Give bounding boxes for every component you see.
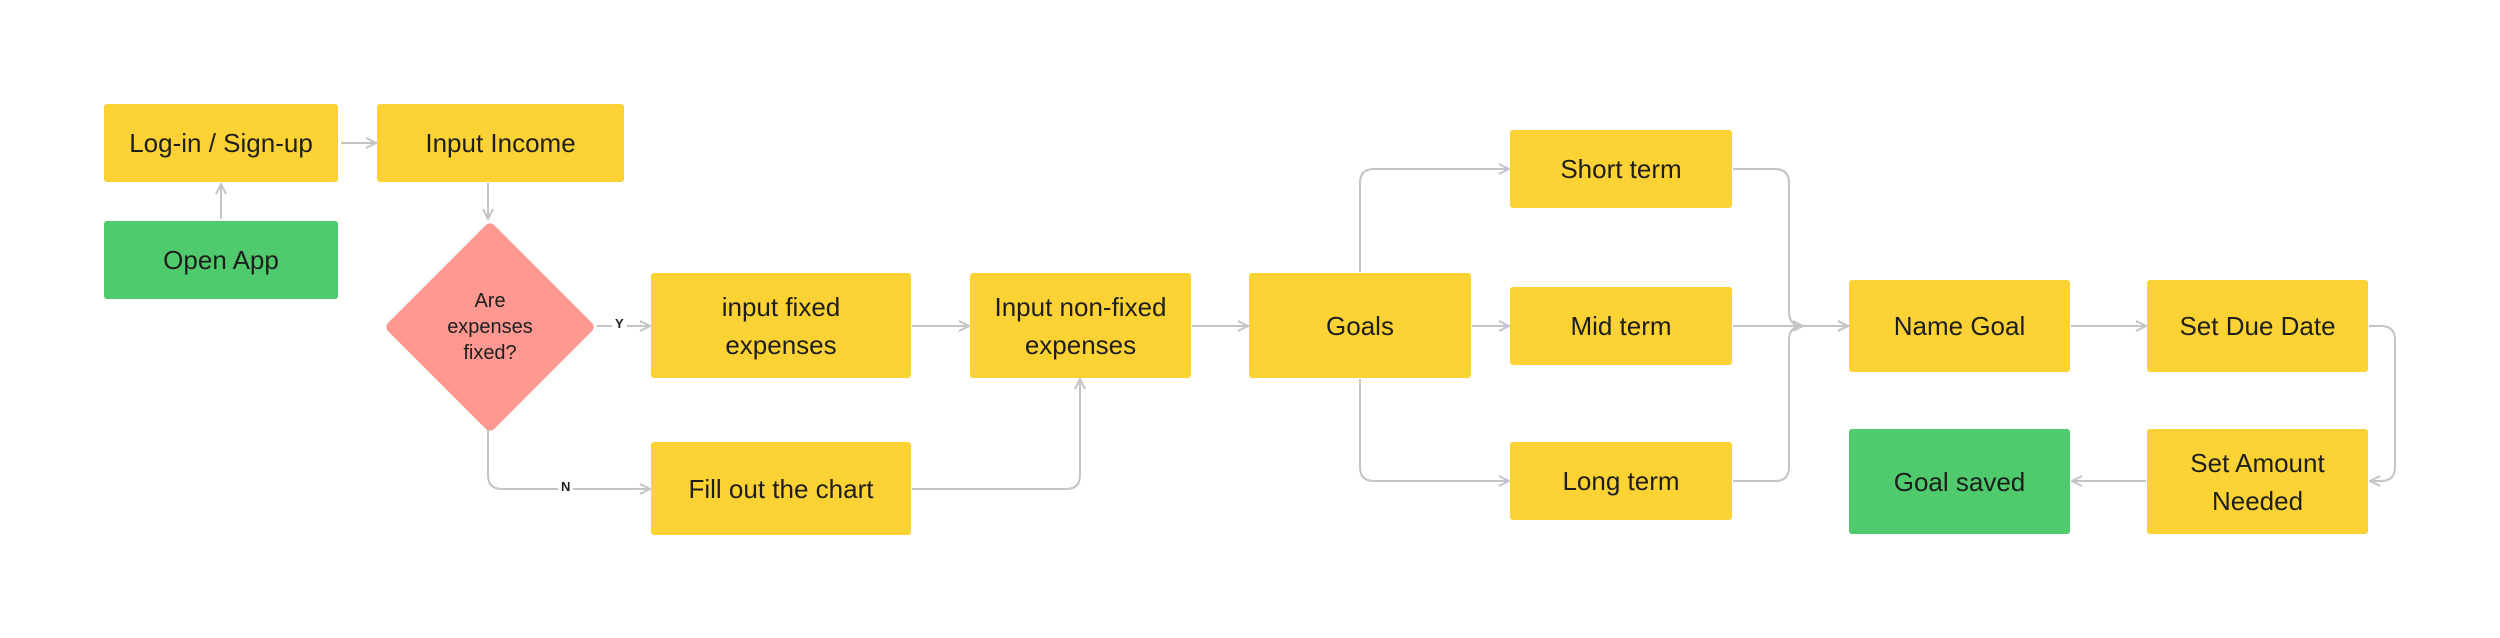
edge-long-namegoal: [1733, 326, 1803, 482]
login-label: Log-in / Sign-up: [129, 128, 313, 158]
goal-saved-label: Goal saved: [1893, 466, 2026, 497]
edge-goals-short: [1359, 169, 1509, 272]
fill-chart-node: Fill out the chart: [651, 442, 911, 535]
input-income-label: Input Income: [425, 128, 576, 158]
edge-duedate-amount: [2369, 325, 2396, 481]
goals-node: Goals: [1249, 273, 1471, 378]
login-node: Log-in / Sign-up: [104, 104, 338, 182]
goal-saved-node: Goal saved: [1849, 429, 2070, 534]
input-income-node: Input Income: [377, 104, 624, 182]
open-app-label: Open App: [163, 245, 279, 275]
decision-label: Are expenses fixed?: [447, 290, 533, 364]
edge-goals-long: [1359, 379, 1509, 481]
name-goal-node: Name Goal: [1849, 280, 2070, 372]
goals-label: Goals: [1326, 310, 1394, 341]
set-amount-label: Set Amount Needed: [2190, 447, 2325, 516]
fill-chart-label: Fill out the chart: [688, 473, 874, 504]
set-due-date-node: Set Due Date: [2147, 280, 2368, 372]
edge-decision-fillchart: [487, 430, 650, 489]
edge-short-namegoal: [1733, 168, 1848, 326]
input-fixed-label: input fixed expenses: [721, 291, 841, 360]
yes-edge-label: Y: [612, 316, 627, 331]
set-amount-node: Set Amount Needed: [2147, 429, 2368, 534]
no-edge-label: N: [558, 479, 574, 494]
name-goal-label: Name Goal: [1893, 311, 2026, 341]
set-due-date-label: Set Due Date: [2179, 311, 2336, 341]
mid-term-label: Mid term: [1570, 311, 1672, 341]
long-term-node: Long term: [1510, 442, 1732, 520]
open-app-node: Open App: [104, 221, 338, 299]
input-fixed-node: input fixed expenses: [651, 273, 911, 378]
input-nonfixed-label: Input non-fixed expenses: [994, 291, 1167, 360]
short-term-node: Short term: [1510, 130, 1732, 208]
input-nonfixed-node: Input non-fixed expenses: [970, 273, 1191, 378]
short-term-label: Short term: [1560, 154, 1682, 184]
long-term-label: Long term: [1562, 466, 1680, 496]
decision-node: Are expenses fixed?: [383, 220, 597, 434]
mid-term-node: Mid term: [1510, 287, 1732, 365]
edge-fillchart-nonfixed: [912, 379, 1080, 490]
